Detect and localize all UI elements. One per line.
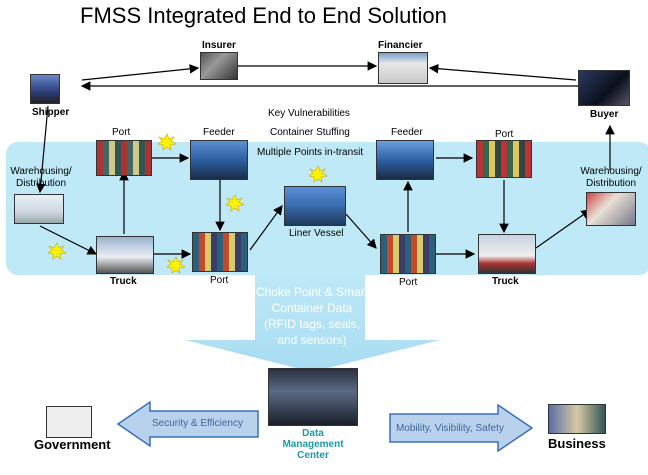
truck-label: Truck xyxy=(492,276,519,287)
center-line: Data xyxy=(302,428,324,439)
feeder-label: Feeder xyxy=(391,127,423,138)
choke-point-text: Choke Point & Smart Container Data (RFID… xyxy=(246,284,378,348)
buyer-label: Buyer xyxy=(590,109,619,120)
mobility-visibility-safety-arrow xyxy=(389,403,534,453)
port-image xyxy=(96,140,152,176)
page-title: FMSS Integrated End to End Solution xyxy=(80,3,447,28)
government-label: Government xyxy=(34,437,111,452)
vulnerability-item: Multiple Points in-transit xyxy=(257,147,364,158)
truck-image xyxy=(478,234,536,274)
data-center-image xyxy=(268,368,358,426)
center-line: Management xyxy=(282,439,344,450)
choke-point-line: and sensors) xyxy=(277,333,347,347)
feeder-image xyxy=(376,140,434,180)
starburst-icon xyxy=(47,242,67,260)
data-management-center-label: Data Management Center xyxy=(276,428,350,461)
choke-point-funnel xyxy=(185,272,440,372)
shipper-image xyxy=(30,74,60,104)
shipper-label: Shipper xyxy=(32,107,70,118)
security-efficiency-arrow xyxy=(116,400,259,448)
business-label: Business xyxy=(548,436,606,451)
center-line: Center xyxy=(297,450,329,461)
feeder-label: Feeder xyxy=(203,127,235,138)
insurer-label: Insurer xyxy=(202,40,236,51)
business-image xyxy=(548,404,606,434)
port-label: Port xyxy=(495,129,514,140)
insurer-image xyxy=(200,52,238,80)
warehousing-image xyxy=(14,194,64,224)
port-label: Port xyxy=(210,275,229,286)
security-efficiency-text: Security & Efficiency xyxy=(152,418,243,429)
buyer-image xyxy=(578,70,630,106)
port-label: Port xyxy=(399,277,418,288)
vulnerability-starbursts xyxy=(47,133,328,274)
financier-image xyxy=(378,52,428,84)
liner-vessel-label: Liner Vessel xyxy=(289,228,344,239)
financier-label: Financier xyxy=(378,40,423,51)
warehousing-label: Warehousing/ Distribution xyxy=(580,166,642,189)
vulnerabilities-heading: Key Vulnerabilities xyxy=(268,108,350,119)
choke-point-line: Choke Point & Smart xyxy=(255,285,369,299)
port-image xyxy=(380,234,436,274)
choke-point-line: (RFID tags, seals, xyxy=(263,317,361,331)
flow-arrows xyxy=(35,61,615,259)
liner-vessel-image xyxy=(284,186,346,226)
warehousing-label: Warehousing/ Distribution xyxy=(10,166,72,189)
vulnerability-item: Container Stuffing xyxy=(270,127,350,138)
port-image xyxy=(192,232,248,272)
starburst-icon xyxy=(225,194,245,212)
truck-label: Truck xyxy=(110,276,137,287)
choke-point-line: Container Data xyxy=(271,301,353,315)
port-image xyxy=(476,140,532,178)
mobility-visibility-safety-text: Mobility, Visibility, Safety xyxy=(396,423,504,434)
warehousing-image xyxy=(586,192,636,226)
starburst-icon xyxy=(157,133,177,151)
truck-image xyxy=(96,236,154,274)
port-label: Port xyxy=(112,127,131,138)
starburst-icon xyxy=(166,256,186,274)
feeder-image xyxy=(190,140,248,180)
government-seals-image xyxy=(46,406,92,438)
starburst-icon xyxy=(308,165,328,183)
